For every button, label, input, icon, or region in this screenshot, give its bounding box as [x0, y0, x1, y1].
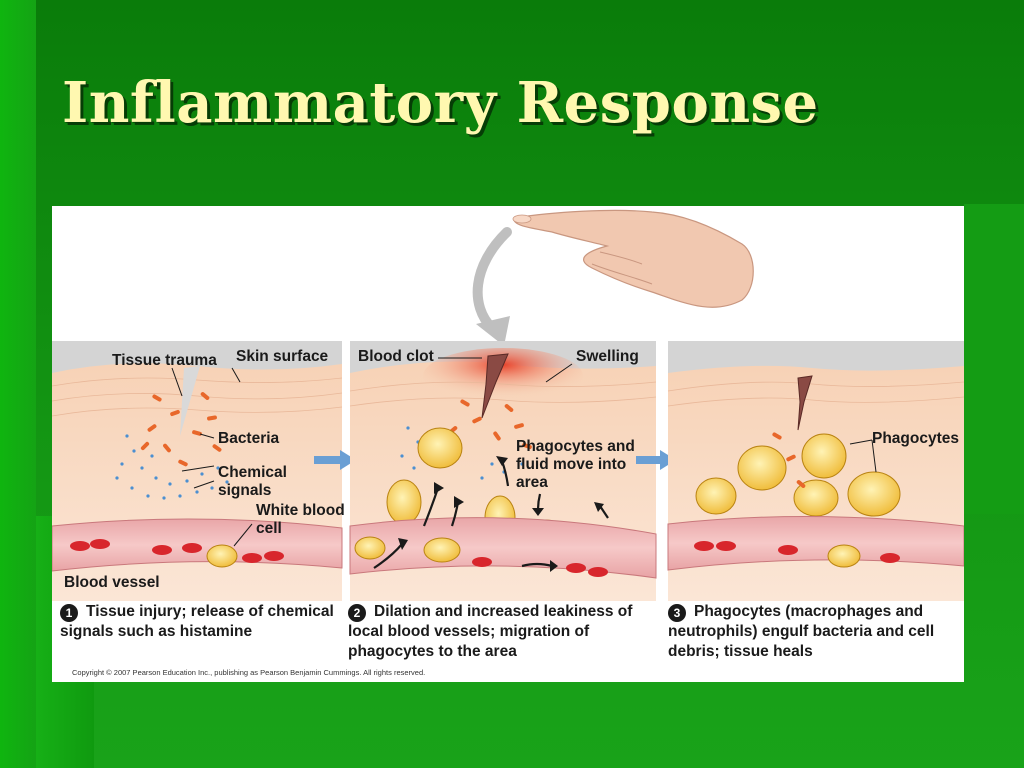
finger-hand-icon: [512, 209, 754, 308]
curved-arrow-icon: [472, 227, 512, 346]
slide-title: Inflammatory Response: [62, 70, 819, 136]
step-3-badge: 3: [668, 604, 686, 622]
label-phagocytes: Phagocytes: [872, 430, 960, 447]
inflammatory-response-diagram: Tissue trauma Skin surface Bacteria Chem…: [52, 206, 964, 682]
panel-1-artwork: [52, 341, 343, 601]
label-swelling: Swelling: [576, 348, 639, 365]
label-skin-surface: Skin surface: [236, 348, 329, 365]
diagram-artwork: [52, 209, 964, 601]
arrow-right-icon: [314, 450, 356, 470]
label-blood-vessel: Blood vessel: [64, 574, 160, 591]
label-chemical-signals: Chemical signals: [218, 464, 287, 499]
label-phagocytes-fluid: Phagocytes and fluid move into area: [516, 438, 635, 491]
panel-2-artwork: [349, 341, 657, 601]
decorative-bar-left: [0, 0, 36, 768]
copyright-notice: Copyright © 2007 Pearson Education Inc.,…: [72, 668, 426, 677]
step-2-badge: 2: [348, 604, 366, 622]
decorative-bar-right: [964, 204, 1024, 514]
step-1-badge: 1: [60, 604, 78, 622]
label-white-blood-cell: White blood cell: [256, 502, 345, 537]
panel-3-artwork: [667, 341, 964, 601]
label-bacteria: Bacteria: [218, 430, 280, 447]
caption-step-3: Phagocytes (macrophages and neutrophils)…: [668, 603, 935, 660]
label-tissue-trauma: Tissue trauma: [112, 352, 217, 369]
label-blood-clot: Blood clot: [358, 348, 434, 365]
caption-step-1: Tissue injury; release of chemical signa…: [60, 603, 334, 640]
caption-step-2: Dilation and increased leakiness of loca…: [348, 603, 633, 660]
